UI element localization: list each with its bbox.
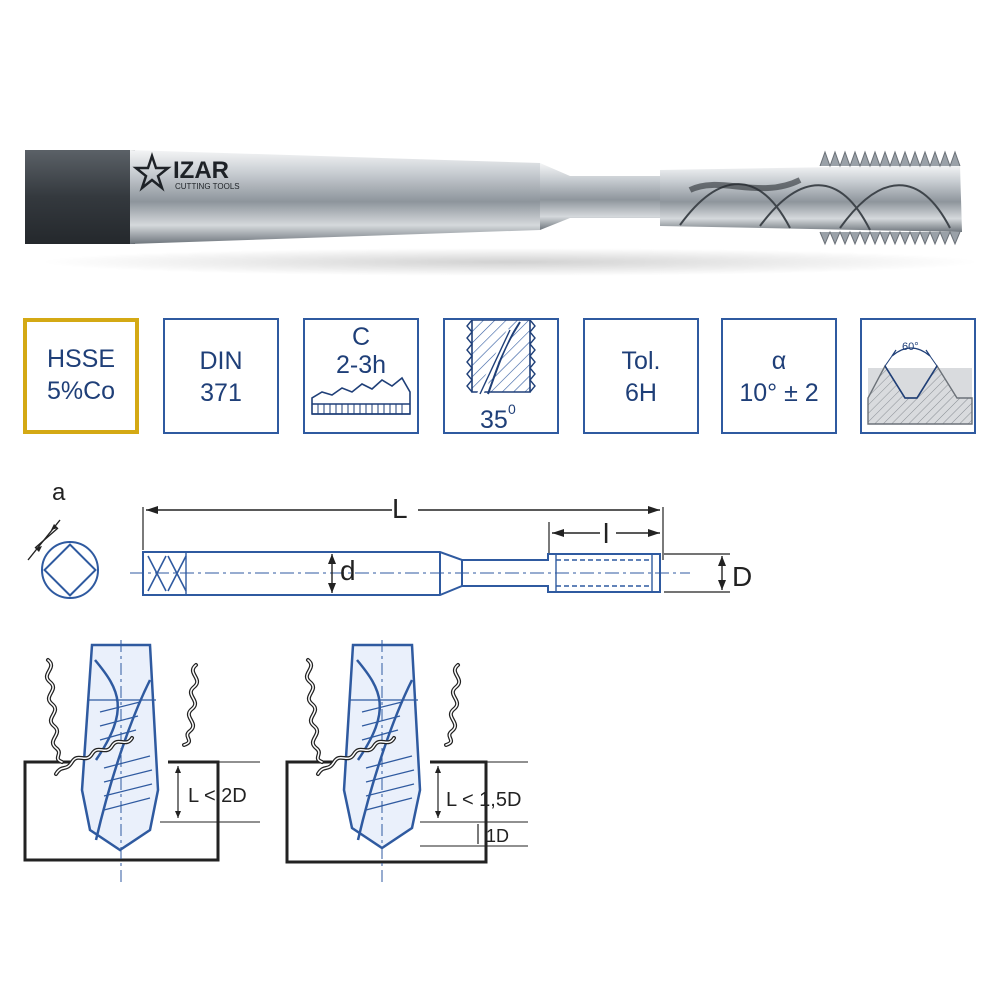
spec-rake-line2: 10° ± 2 bbox=[739, 379, 819, 407]
tap-photo: IZAR CUTTING TOOLS bbox=[25, 150, 980, 276]
spec-standard-line1: DIN bbox=[199, 347, 243, 375]
tap-shank bbox=[130, 150, 540, 244]
spec-chamfer-line1: C bbox=[351, 323, 371, 351]
spec-tolerance: Tol. 6H bbox=[583, 318, 699, 434]
spec-tolerance-line2: 6H bbox=[625, 379, 657, 407]
usage-left-label: L < 2D bbox=[188, 785, 247, 807]
dim-L-label: L bbox=[392, 493, 408, 524]
usage-diagram-left: L < 2D bbox=[23, 640, 260, 885]
spec-chamfer-line2: 2-3h bbox=[335, 351, 387, 379]
tap-square-drive bbox=[25, 150, 135, 244]
spec-material: HSSE 5%Co bbox=[23, 318, 139, 434]
spec-helix bbox=[443, 318, 559, 434]
tap-flutes bbox=[679, 177, 951, 231]
dim-d-label: d bbox=[340, 555, 356, 586]
chamfer-icon bbox=[311, 376, 411, 415]
izar-logo: IZAR CUTTING TOOLS bbox=[132, 152, 240, 192]
spec-rake-line1: α bbox=[771, 347, 787, 375]
spec-chamfer: C 2-3h bbox=[303, 318, 419, 434]
spec-thread-angle bbox=[860, 318, 976, 434]
usage-right-label: L < 1,5D bbox=[446, 789, 521, 811]
usage-diagram-right: L < 1,5D 1D bbox=[285, 640, 528, 885]
helix-icon: 35 0 bbox=[466, 319, 536, 434]
thread-angle-icon: 60° bbox=[867, 341, 973, 425]
star-icon bbox=[132, 152, 172, 192]
dim-l-label: l bbox=[603, 518, 609, 549]
thread-angle-label: 60° bbox=[902, 341, 919, 353]
spec-standard-line2: 371 bbox=[200, 379, 242, 407]
brand-name: IZAR bbox=[173, 157, 229, 184]
dim-D-label: D bbox=[732, 561, 752, 592]
dim-a-label: a bbox=[52, 479, 66, 506]
dimension-drawing: a L l d bbox=[27, 479, 752, 599]
spec-tolerance-line1: Tol. bbox=[621, 347, 661, 375]
spec-material-line2: 5%Co bbox=[46, 377, 116, 405]
tap-shadow bbox=[40, 248, 980, 276]
usage-right-sub-label: 1D bbox=[486, 826, 509, 846]
brand-tagline: CUTTING TOOLS bbox=[175, 182, 240, 191]
spec-rake: α 10° ± 2 bbox=[721, 318, 837, 434]
spec-standard: DIN 371 bbox=[163, 318, 279, 434]
tap-threads bbox=[819, 150, 961, 246]
tap-thread-body bbox=[660, 165, 962, 232]
square-section: a bbox=[27, 479, 99, 599]
helix-angle-degree: 0 bbox=[508, 401, 516, 417]
helix-angle: 35 bbox=[480, 406, 508, 434]
spec-material-line1: HSSE bbox=[46, 345, 116, 373]
